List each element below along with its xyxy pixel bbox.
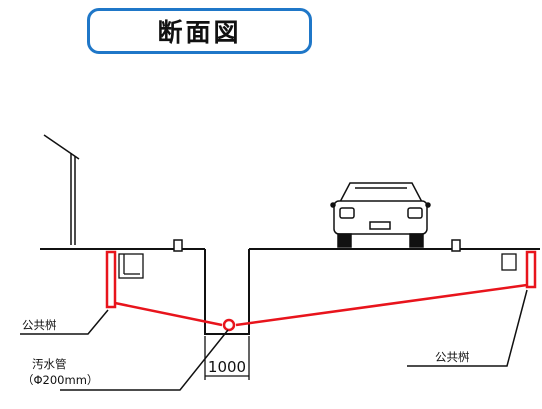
sewer-pipe-label: 汚水管: [32, 357, 67, 371]
sewer-trench: [204, 249, 250, 335]
title-box: 断面図: [87, 8, 312, 54]
left-side-box: [118, 253, 144, 279]
connection-lines: [105, 250, 537, 332]
car-icon: [330, 182, 431, 248]
catch-basin-left-label: 公共桝: [22, 318, 57, 332]
trench-width-label: 1000: [208, 358, 246, 376]
curb-left: [173, 239, 183, 252]
utility-pole: [43, 134, 80, 245]
sewer-pipe-size-label: （Φ200mm）: [22, 373, 98, 387]
diagram-title: 断面図: [157, 18, 242, 47]
catch-basin-right-label: 公共桝: [435, 350, 470, 364]
leader-lines: [20, 289, 528, 391]
lateral-pipe-left: [114, 301, 223, 327]
curb-right: [451, 239, 461, 252]
lateral-pipe-right: [235, 283, 528, 327]
right-side-box: [501, 253, 517, 271]
public-catch-basin-left: [105, 250, 117, 309]
public-catch-basin-right: [525, 250, 537, 289]
sewer-pipe-marker: [222, 318, 236, 332]
